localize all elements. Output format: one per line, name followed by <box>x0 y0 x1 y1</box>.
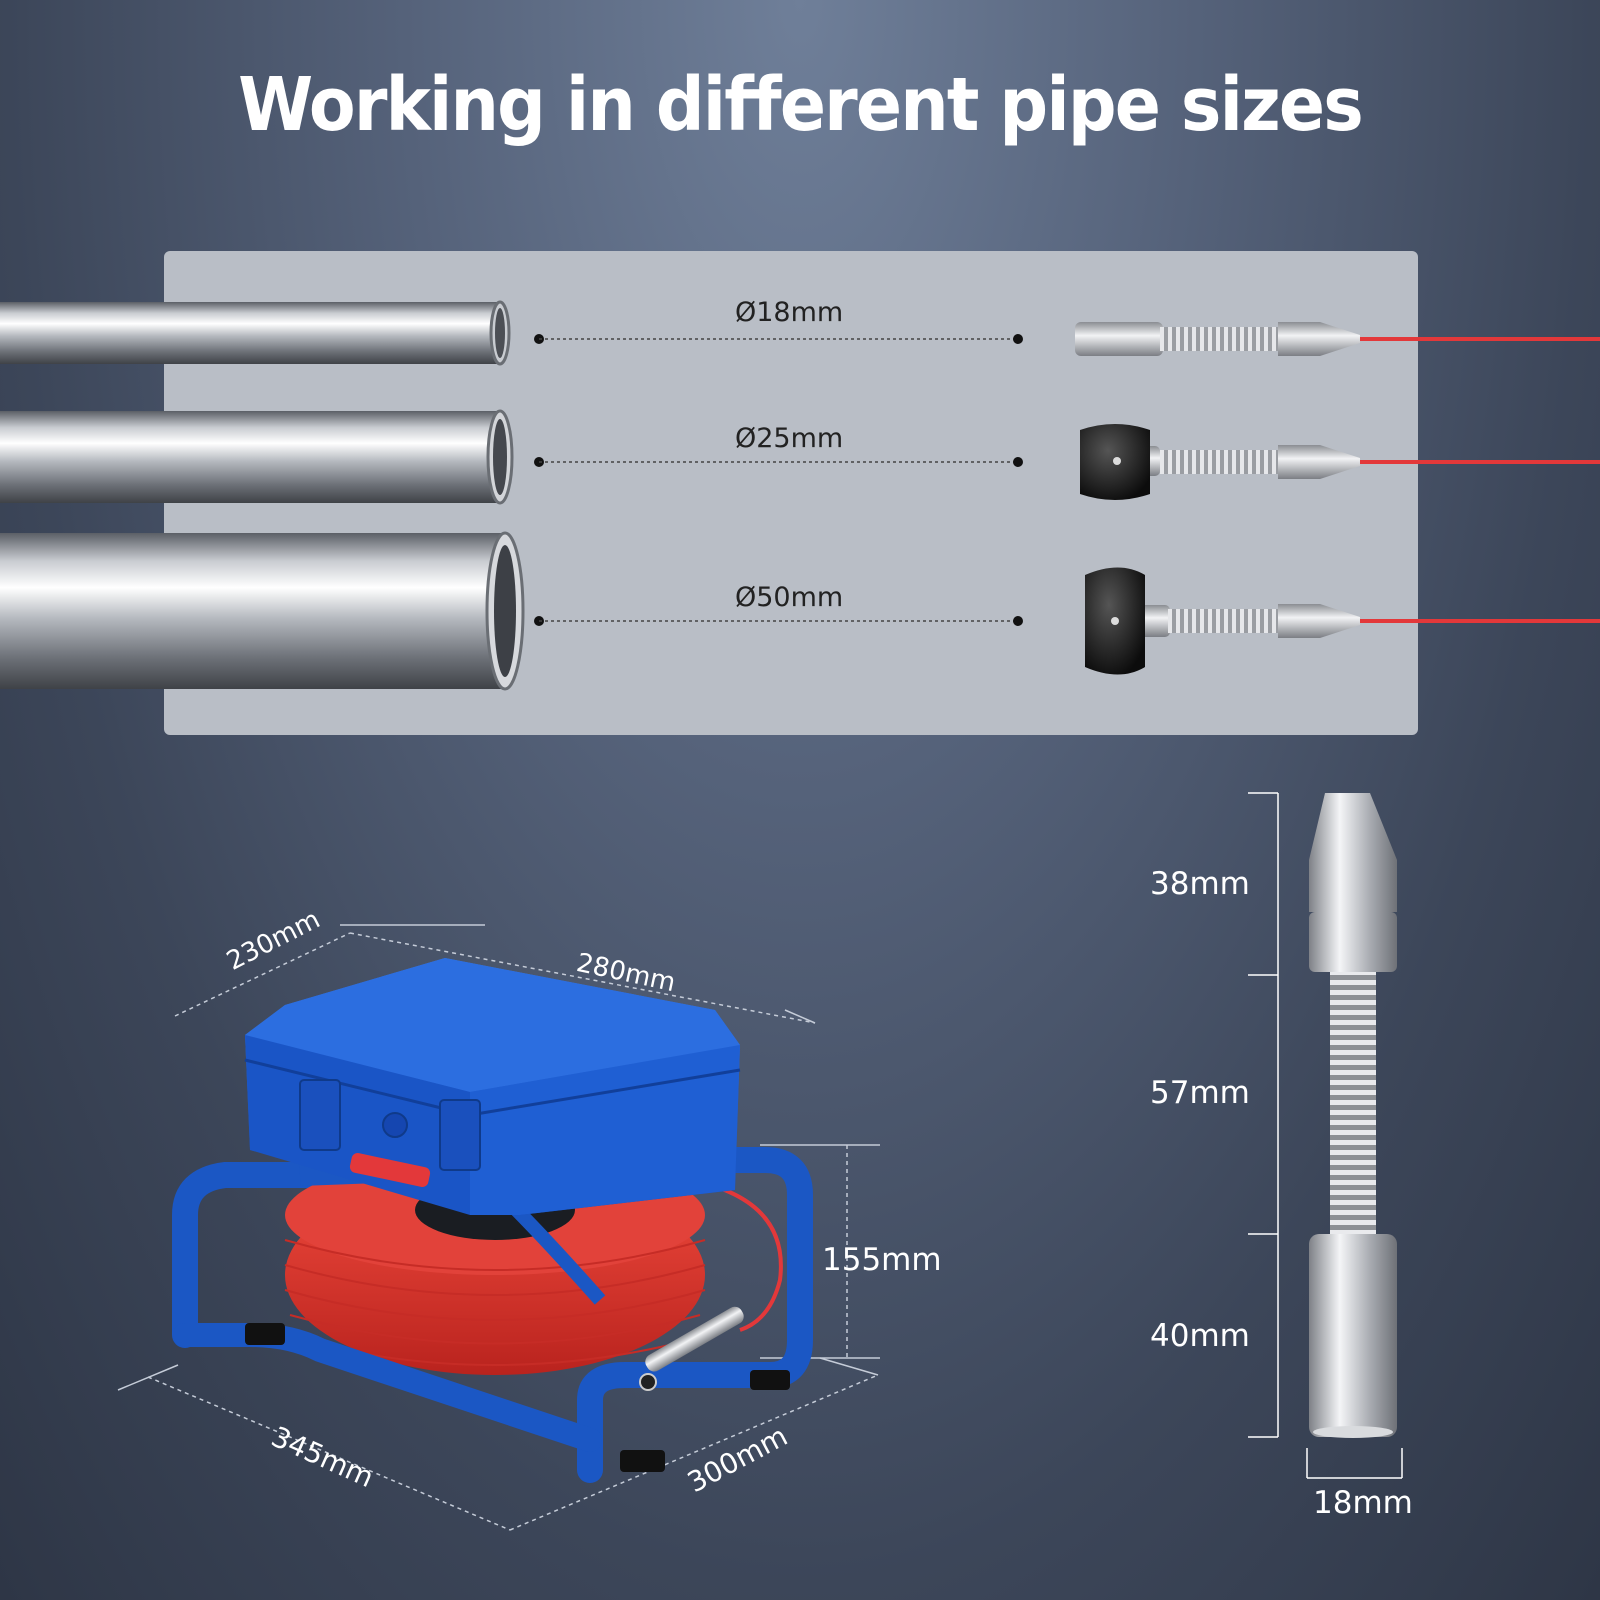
camera-head-vertical <box>1309 793 1397 1438</box>
camera-head-dimension-lines <box>1248 792 1403 1479</box>
reel-height-label: 155mm <box>822 1242 942 1278</box>
camera-head-25mm <box>1080 424 1600 500</box>
head-diameter-label: 18mm <box>1313 1485 1413 1521</box>
pipe-size-label-25mm: Ø25mm <box>735 423 844 454</box>
pipe-size-label-18mm: Ø18mm <box>735 297 844 328</box>
carry-case <box>244 958 741 1215</box>
connector-25mm <box>534 457 1023 467</box>
pipe-50mm <box>0 531 525 691</box>
camera-head-18mm <box>1075 322 1600 356</box>
pipe-size-label-50mm: Ø50mm <box>735 582 844 613</box>
head-spring-length-label: 57mm <box>1150 1075 1250 1111</box>
connector-18mm <box>534 334 1023 344</box>
head-front-length-label: 38mm <box>1150 866 1250 902</box>
head-back-length-label: 40mm <box>1150 1318 1250 1354</box>
pipe-18mm <box>0 300 511 366</box>
connector-50mm <box>534 616 1023 626</box>
reel-dimension-lines <box>117 924 880 1531</box>
page-title: Working in different pipe sizes <box>238 62 1364 148</box>
pipe-25mm <box>0 409 514 505</box>
camera-head-50mm <box>1085 567 1600 675</box>
